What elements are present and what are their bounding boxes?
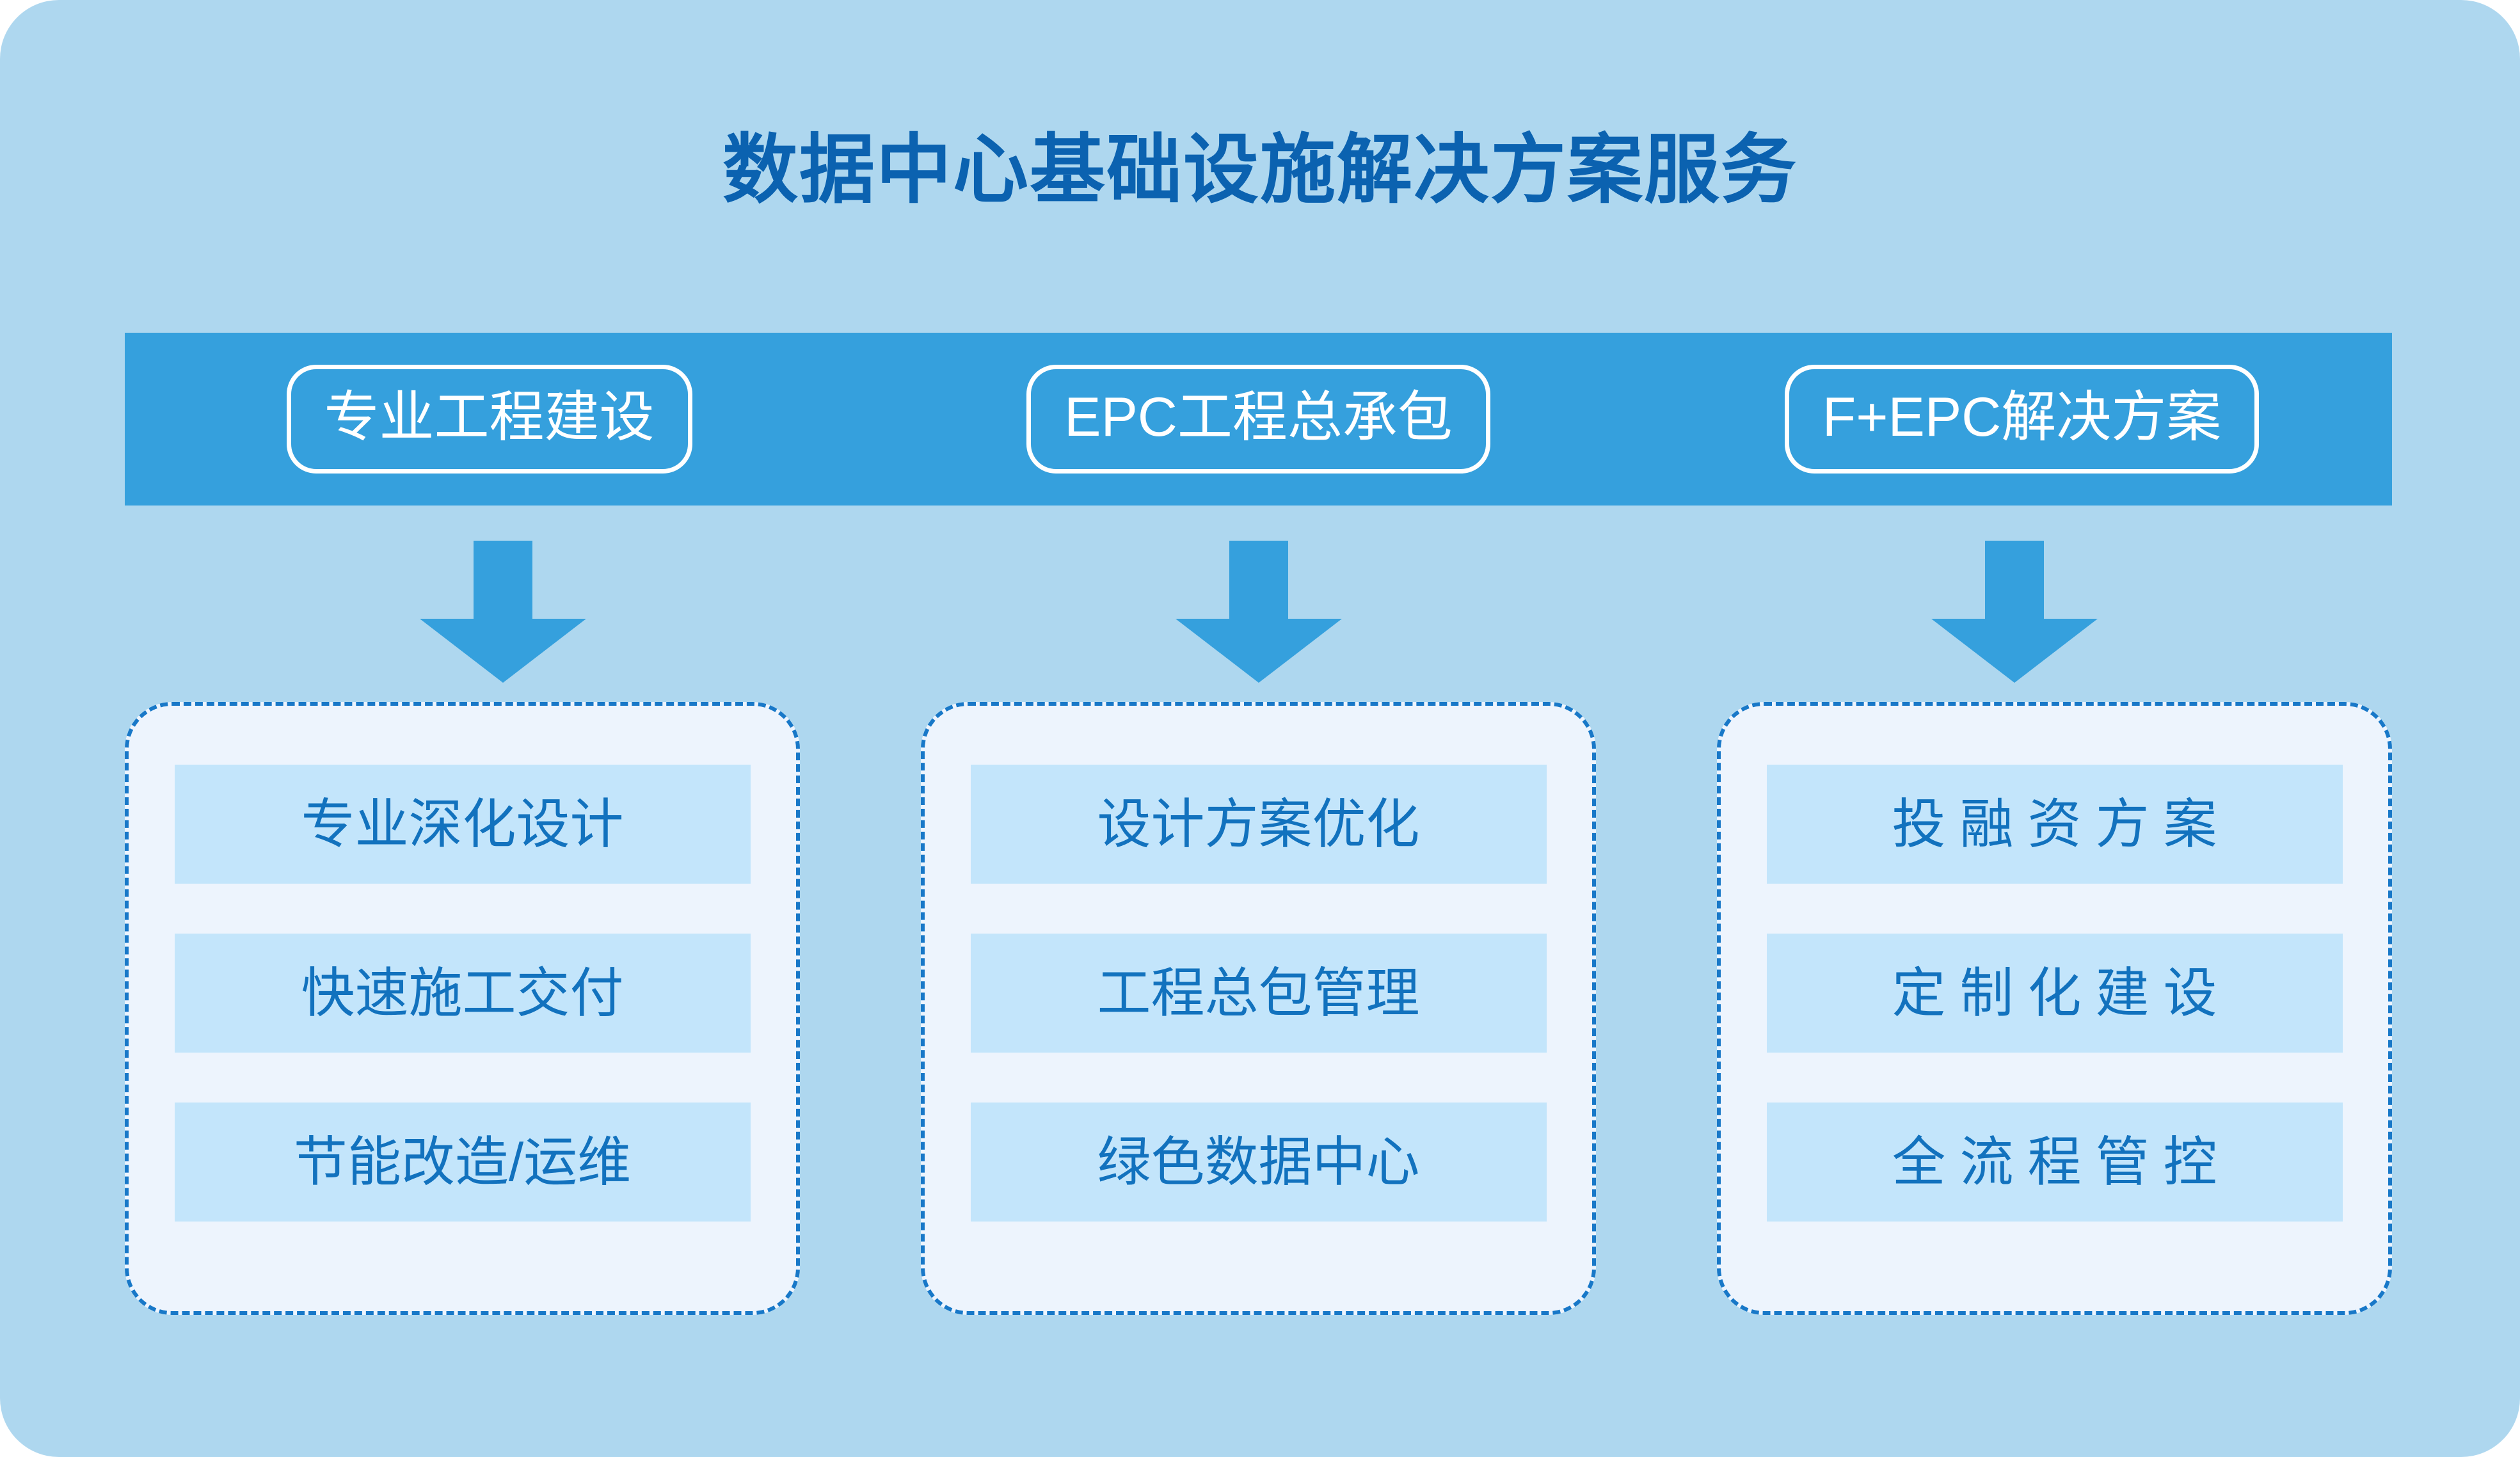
service-card-epc-general-contracting: 设计方案优化 工程总包管理 绿色数据中心 <box>921 702 1596 1315</box>
category-pill-f-plus-epc-solution[interactable]: F+EPC解决方案 <box>1784 365 2260 474</box>
category-pill-epc-general-contracting[interactable]: EPC工程总承包 <box>1026 365 1490 474</box>
service-card-f-plus-epc-solution: 投融资方案 定制化建设 全流程管控 <box>1717 702 2392 1315</box>
banner-column-1: 专业工程建设 <box>125 365 881 474</box>
service-item[interactable]: 快速施工交付 <box>174 934 751 1053</box>
page-title: 数据中心基础设施解决方案服务 <box>722 128 1798 212</box>
category-pill-professional-engineering[interactable]: 专业工程建设 <box>286 365 692 474</box>
arrow-down-icon <box>1931 541 2098 683</box>
banner-column-3: F+EPC解决方案 <box>1636 365 2392 474</box>
service-item[interactable]: 节能改造/运维 <box>174 1103 751 1222</box>
arrow-row <box>125 541 2392 688</box>
banner-column-2: EPC工程总承包 <box>881 365 1636 474</box>
service-item[interactable]: 投融资方案 <box>1766 765 2343 884</box>
arrow-column-2 <box>881 541 1636 688</box>
service-item[interactable]: 工程总包管理 <box>970 934 1547 1053</box>
service-item[interactable]: 绿色数据中心 <box>970 1103 1547 1222</box>
service-item[interactable]: 设计方案优化 <box>970 765 1547 884</box>
arrow-down-icon <box>1175 541 1342 683</box>
category-banner: 专业工程建设 EPC工程总承包 F+EPC解决方案 <box>125 333 2392 506</box>
service-item[interactable]: 专业深化设计 <box>174 765 751 884</box>
service-card-professional-engineering: 专业深化设计 快速施工交付 节能改造/运维 <box>125 702 800 1315</box>
arrow-column-1 <box>125 541 881 688</box>
service-card-row: 专业深化设计 快速施工交付 节能改造/运维 设计方案优化 工程总包管理 绿色数据… <box>125 702 2392 1315</box>
service-item[interactable]: 定制化建设 <box>1766 934 2343 1053</box>
arrow-down-icon <box>419 541 586 683</box>
arrow-column-3 <box>1636 541 2392 688</box>
service-item[interactable]: 全流程管控 <box>1766 1103 2343 1222</box>
